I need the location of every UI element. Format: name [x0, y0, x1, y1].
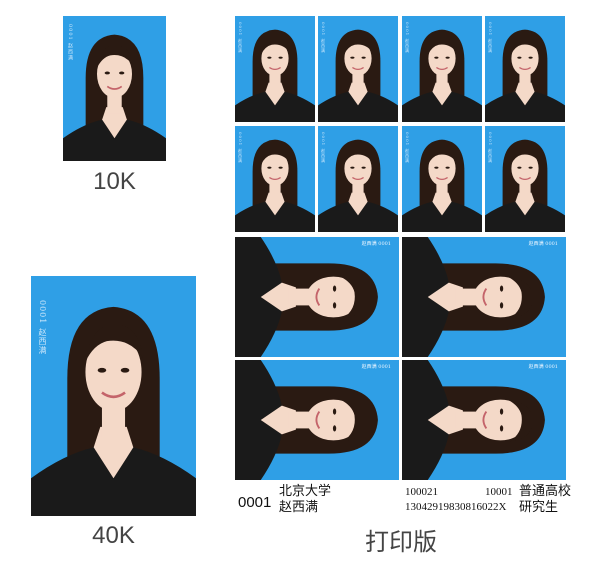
portrait-figure — [63, 16, 166, 161]
photo-vertical-text: 0001 赵西满 — [67, 24, 73, 62]
print-id: 130429198308160​22X — [405, 501, 507, 513]
portrait-figure — [318, 16, 398, 122]
photo-vertical-text: 0001 赵西满 — [405, 22, 410, 54]
rotated-portrait — [235, 237, 399, 357]
portrait-figure — [235, 360, 399, 480]
print-photo-landscape: 赵西满 0001 — [402, 237, 566, 357]
photo-vertical-text: 0001 赵西满 — [238, 22, 243, 54]
print-level: 研究生 — [519, 499, 559, 514]
photo-40k: 0001 赵西满 — [31, 276, 196, 516]
print-photo-landscape: 赵西满 0001 — [235, 237, 399, 357]
photo-10k: 0001 赵西满 — [63, 16, 166, 161]
print-name: 赵西满 — [279, 499, 319, 514]
photo-vertical-text: 0001 赵西满 — [38, 300, 47, 355]
print-num: 10001 — [485, 486, 513, 498]
portrait-figure — [485, 16, 565, 122]
caption-10k: 10K — [93, 168, 136, 195]
photo-vertical-text: 0001 赵西满 — [238, 132, 243, 164]
portrait-figure — [318, 126, 398, 232]
photo-vertical-text: 0001 赵西满 — [488, 132, 493, 164]
photo-vertical-text: 0001 赵西满 — [321, 132, 326, 164]
photo-vertical-text: 0001 赵西满 — [405, 132, 410, 164]
print-photo-small: 0001 赵西满 — [235, 16, 315, 122]
print-photo-small: 0001 赵西满 — [318, 126, 398, 232]
print-photo-small: 0001 赵西满 — [318, 16, 398, 122]
print-photo-small: 0001 赵西满 — [485, 16, 565, 122]
rotated-portrait — [235, 360, 399, 480]
portrait-figure — [31, 276, 196, 516]
print-type: 普通高校 — [519, 483, 572, 498]
rotated-portrait — [402, 360, 566, 480]
print-photo-landscape: 赵西满 0001 — [235, 360, 399, 480]
landscape-photo-text: 赵西满 0001 — [528, 241, 558, 247]
portrait-figure — [402, 126, 482, 232]
landscape-photo-text: 赵西满 0001 — [361, 364, 391, 370]
landscape-photo-text: 赵西满 0001 — [361, 241, 391, 247]
portrait-figure — [402, 16, 482, 122]
photo-vertical-text: 0001 赵西满 — [321, 22, 326, 54]
print-photo-small: 0001 赵西满 — [485, 126, 565, 232]
caption-40k: 40K — [92, 522, 135, 549]
caption-print: 打印版 — [365, 529, 437, 556]
landscape-photo-text: 赵西满 0001 — [528, 364, 558, 370]
portrait-figure — [235, 237, 399, 357]
print-photo-small: 0001 赵西满 — [402, 126, 482, 232]
portrait-figure — [402, 360, 566, 480]
print-photo-landscape: 赵西满 0001 — [402, 360, 566, 480]
print-photo-small: 0001 赵西满 — [235, 126, 315, 232]
portrait-figure — [235, 126, 315, 232]
print-code: 100021 — [405, 486, 438, 498]
print-school: 北京大学 — [279, 483, 332, 498]
portrait-figure — [485, 126, 565, 232]
print-photo-small: 0001 赵西满 — [402, 16, 482, 122]
photo-vertical-text: 0001 赵西满 — [488, 22, 493, 54]
print-number: 0001 — [238, 494, 272, 511]
rotated-portrait — [402, 237, 566, 357]
portrait-figure — [402, 237, 566, 357]
portrait-figure — [235, 16, 315, 122]
